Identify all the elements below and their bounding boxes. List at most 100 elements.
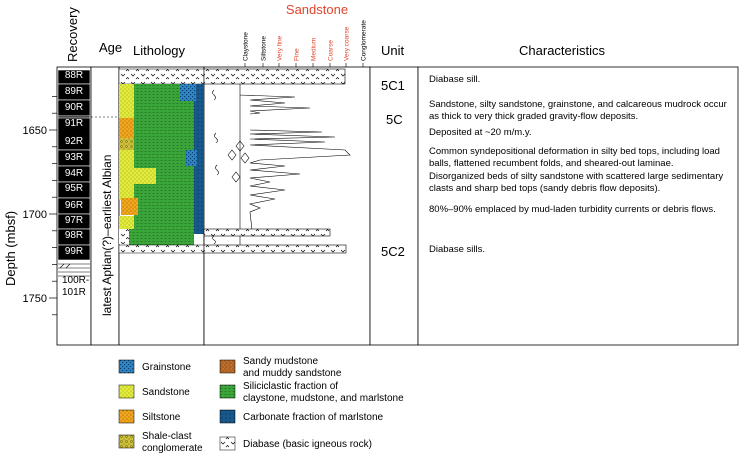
core-box xyxy=(57,244,91,261)
legend-swatch-sandstone xyxy=(118,384,135,399)
legend-label: Grainstone xyxy=(142,362,191,373)
core-label: 88R xyxy=(65,70,83,81)
unit-5c1: 5C1 xyxy=(381,78,405,93)
age-label: latest Aptian(?)–earliest Albian xyxy=(100,155,114,316)
legend-label: Sandy mudstone xyxy=(243,356,318,367)
core-label-100r: 100R- xyxy=(62,275,89,286)
grain-size-label: Claystone xyxy=(243,32,250,61)
grain-size-label: Medium xyxy=(311,38,318,61)
characteristic-line: Sandstone, silty sandstone, grainstone, … xyxy=(429,99,727,110)
characteristic-line: Diabase sills. xyxy=(429,244,485,255)
legend-label: Siltstone xyxy=(142,412,181,423)
grain-size-log xyxy=(203,68,351,254)
unit-column xyxy=(369,66,419,346)
grainstone-bed-1 xyxy=(180,84,196,101)
age-column xyxy=(90,66,120,346)
legend-label: Siliciclastic fraction of xyxy=(243,381,338,392)
characteristic-line: Disorganized beds of silty sandstone wit… xyxy=(429,171,723,182)
legend-swatch-carbonate xyxy=(219,409,236,424)
siliciclastic-lower xyxy=(129,229,194,245)
grain-size-label: Siltstone xyxy=(261,36,268,61)
lithology-log xyxy=(118,68,205,254)
diabase-grain-mid xyxy=(203,228,331,237)
core-label-101r: 101R xyxy=(62,287,86,298)
core-label: 96R xyxy=(65,200,83,211)
diabase-sill-upper xyxy=(118,68,205,85)
age-header: Age xyxy=(99,40,122,55)
unit-header: Unit xyxy=(381,43,405,58)
legend-swatch-grainstone xyxy=(118,359,135,374)
deformation-squiggle-3 xyxy=(215,164,219,176)
legend: GrainstoneSandstoneSiltstoneShale-clastc… xyxy=(118,356,404,454)
sandstone-header: Sandstone xyxy=(286,2,348,17)
core-box xyxy=(57,117,91,151)
recovery-header: Recovery xyxy=(65,7,80,62)
legend-label: and muddy sandstone xyxy=(243,368,342,379)
legend-swatch-siltstone xyxy=(118,409,135,424)
sandstone-bed-4 xyxy=(119,184,134,200)
grain-size-label: Conglomerate xyxy=(361,20,368,61)
deformation-squiggle-1 xyxy=(212,89,216,101)
core-label: 91R xyxy=(65,118,83,129)
grain-size-label: Very coarse xyxy=(344,26,351,61)
grain-size-label: Coarse xyxy=(328,40,335,61)
legend-label: Diabase (basic igneous rock) xyxy=(243,439,372,450)
unit-5c2: 5C2 xyxy=(381,244,405,259)
siltstone-bed-2 xyxy=(121,198,138,215)
legend-label: Carbonate fraction of marlstone xyxy=(243,412,384,423)
sandstone-bed-2 xyxy=(119,150,134,168)
characteristic-line: clasts and sharp bed tops (sandy debris … xyxy=(429,183,660,194)
siliciclastic-body xyxy=(134,84,194,229)
unit-5c: 5C xyxy=(386,112,403,127)
characteristic-line: 80%–90% emplaced by mud-laden turbidity … xyxy=(429,204,716,215)
legend-swatch-diabase xyxy=(219,436,236,451)
characteristics-text: Diabase sill. Sandstone, silty sandstone,… xyxy=(429,74,727,255)
grain-size-label: Fine xyxy=(294,48,301,61)
grain-size-curve xyxy=(239,84,351,245)
core-recovery-list: 88R89R90R91R92R93R94R95R96R97R98R99R100R… xyxy=(57,69,119,298)
characteristics-column xyxy=(417,66,739,346)
legend-label: claystone, mudstone, and marlstone xyxy=(243,393,404,404)
core-label: 98R xyxy=(65,230,83,241)
deformation-squiggle-2 xyxy=(214,132,218,144)
core-break-mark xyxy=(59,263,71,269)
diabase-sill-lower xyxy=(118,244,205,254)
depth-tick-label: 1650 xyxy=(23,125,47,137)
grain-size-label: Very fine xyxy=(277,35,284,61)
diabase-patch xyxy=(119,229,129,244)
legend-label: Sandstone xyxy=(142,387,190,398)
siltstone-bed-1 xyxy=(119,118,134,138)
core-label: 99R xyxy=(65,246,83,257)
core-label: 93R xyxy=(65,152,83,163)
diabase-grain-upper xyxy=(203,68,346,85)
characteristic-line: Diabase sill. xyxy=(429,74,480,85)
core-label: 97R xyxy=(65,215,83,226)
legend-swatch-silici xyxy=(219,384,236,399)
characteristics-header: Characteristics xyxy=(519,43,605,58)
core-label: 90R xyxy=(65,102,83,113)
characteristic-line: balls, flattened recumbent folds, and sh… xyxy=(429,158,674,169)
depth-tick-label: 1700 xyxy=(23,209,47,221)
core-label: 94R xyxy=(65,168,83,179)
grainstone-bed-2 xyxy=(185,150,197,166)
legend-label: conglomerate xyxy=(142,443,203,454)
legend-swatch-shaleclast xyxy=(118,434,135,449)
depth-tick-label: 1750 xyxy=(23,293,47,305)
core-label: 95R xyxy=(65,183,83,194)
debris-clasts xyxy=(227,140,250,183)
carbonate-fraction xyxy=(194,84,204,234)
sandstone-bed-5 xyxy=(119,216,134,229)
characteristic-line: Common syndepositional deformation in si… xyxy=(429,146,720,157)
sandstone-bed-3 xyxy=(119,168,156,184)
grain-size-column xyxy=(203,66,371,346)
lithology-header: Lithology xyxy=(133,43,186,58)
characteristic-line: as thick to very thick graded gravity-fl… xyxy=(429,111,638,122)
characteristic-line: Deposited at ~20 m/m.y. xyxy=(429,127,532,138)
depth-axis: 1650 1700 1750 xyxy=(23,96,57,316)
shaleclast-bed xyxy=(119,138,134,150)
legend-swatch-sandymud xyxy=(219,359,236,374)
legend-label: Shale-clast xyxy=(142,431,192,442)
core-label: 89R xyxy=(65,86,83,97)
diabase-grain-lower xyxy=(203,244,347,254)
